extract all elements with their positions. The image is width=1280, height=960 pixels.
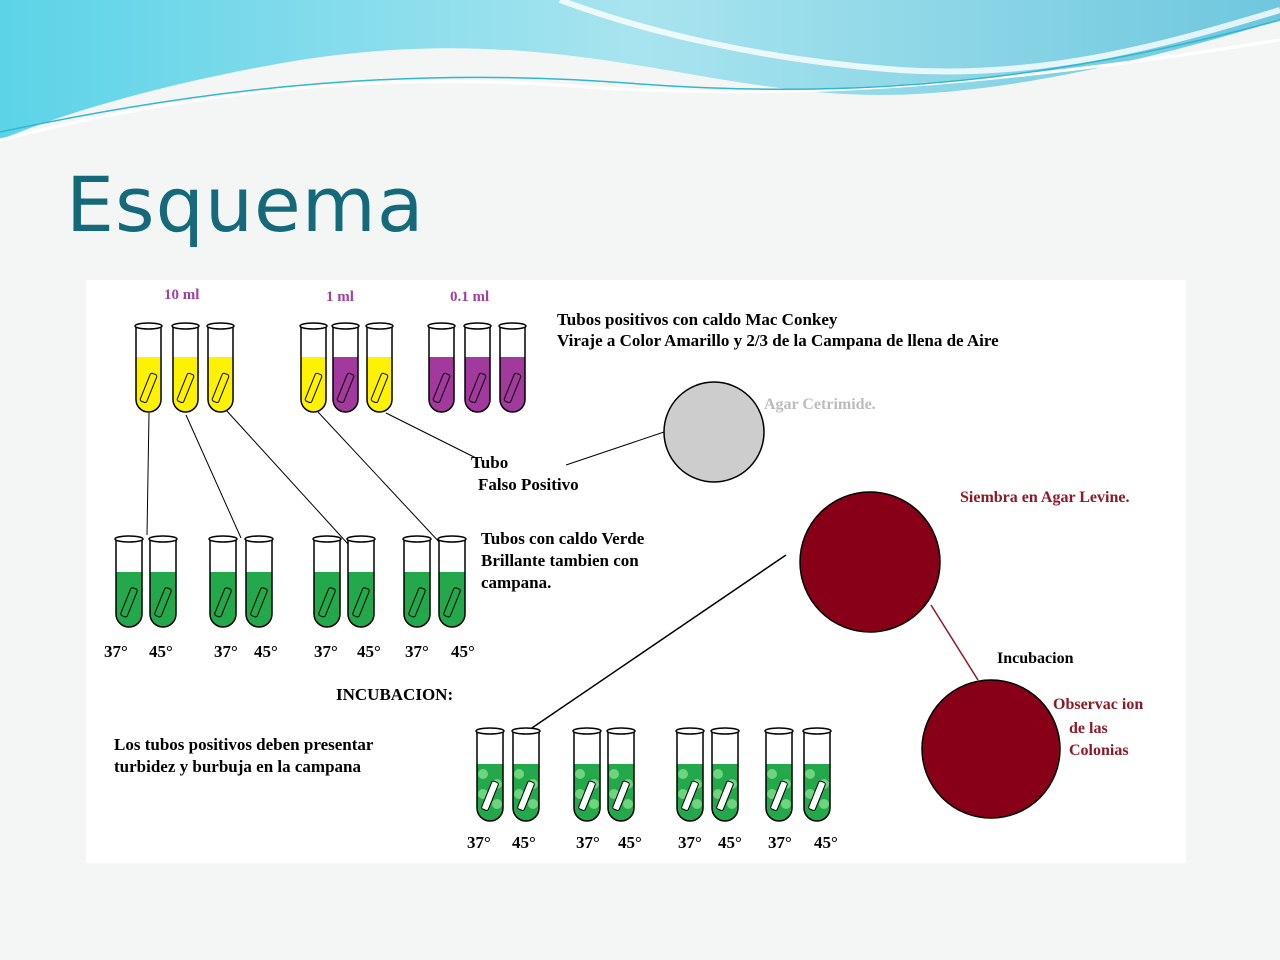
colonies-petri-dish (921, 679, 1061, 819)
cetrimide-label: Agar Cetrimide. (764, 396, 876, 413)
temperature-label: 45° (149, 642, 173, 661)
connector-line (930, 604, 979, 681)
mac-conkey-tube (331, 322, 360, 413)
slide-title: Esquema (66, 160, 425, 249)
colonies-line2: de las (1069, 720, 1108, 737)
turbid-tube (511, 727, 541, 822)
turbid-tube (606, 727, 636, 822)
mac-conkey-tube (171, 322, 200, 413)
incubacion-label: Incubacion (997, 650, 1074, 667)
green-broth-tube (208, 535, 238, 628)
temperature-label: 37° (405, 642, 429, 661)
temperature-label: 37° (467, 833, 491, 852)
turbid-temperature-labels: 37° 45° 37° 45° 37° 45° 37° 45° (467, 833, 838, 852)
green-broth-line3: campana. (481, 573, 551, 592)
green-broth-tube (402, 535, 432, 628)
mac-conkey-text-line2: Viraje a Color Amarillo y 2/3 de la Camp… (557, 331, 999, 350)
mac-conkey-tube (365, 322, 394, 413)
connector-line (225, 409, 349, 545)
green-broth-tube (148, 535, 178, 628)
turbid-tube (675, 727, 705, 822)
connector-line (565, 431, 665, 466)
connector-line (317, 411, 442, 545)
green-broth-temperature-labels: 37° 45° 37° 45° 37° 45° 37° 45° (104, 642, 475, 661)
dilution-label-1ml: 1 ml (326, 289, 354, 305)
false-positive-line1: Tubo (471, 453, 508, 472)
levine-label: Siembra en Agar Levine. (960, 489, 1129, 506)
mac-conkey-tube (427, 322, 456, 413)
green-broth-tube (312, 535, 342, 628)
green-broth-tube-group (114, 535, 467, 628)
temperature-label: 37° (104, 642, 128, 661)
dilution-label-0-1ml: 0.1 ml (450, 289, 489, 305)
cetrimide-petri-dish (663, 381, 765, 483)
green-broth-line1: Tubos con caldo Verde (481, 529, 645, 548)
colonies-line1: Observac ion (1053, 696, 1143, 713)
temperature-label: 45° (357, 642, 381, 661)
turbid-tube (764, 727, 794, 822)
diagram-panel: 10 ml 1 ml 0.1 ml Tubos positivos con ca… (86, 280, 1186, 863)
mac-conkey-tube (134, 322, 163, 413)
green-broth-tube (346, 535, 376, 628)
colonies-line3: Colonias (1069, 742, 1129, 759)
temperature-label: 37° (576, 833, 600, 852)
positive-note-line2: turbidez y burbuja en la campana (114, 757, 361, 776)
green-broth-tube (114, 535, 144, 628)
false-positive-line2: Falso Positivo (478, 475, 579, 494)
mac-conkey-tube (299, 322, 328, 413)
temperature-label: 37° (214, 642, 238, 661)
green-broth-tube (244, 535, 274, 628)
mac-conkey-text-line1: Tubos positivos con caldo Mac Conkey (557, 310, 838, 329)
incubation-label: INCUBACION: (336, 685, 453, 704)
dilution-label-10ml: 10 ml (164, 287, 199, 303)
turbid-tube (572, 727, 602, 822)
header-wave-decoration (0, 0, 1280, 142)
turbid-tube-group (475, 727, 832, 822)
temperature-label: 37° (678, 833, 702, 852)
turbid-tube (475, 727, 505, 822)
connector-line (146, 412, 150, 536)
temperature-label: 45° (451, 642, 475, 661)
temperature-label: 45° (512, 833, 536, 852)
temperature-label: 45° (814, 833, 838, 852)
connector-line (525, 554, 787, 733)
mac-conkey-tube-group (134, 322, 527, 413)
positive-note-line1: Los tubos positivos deben presentar (114, 735, 374, 754)
temperature-label: 37° (768, 833, 792, 852)
green-broth-tube (437, 535, 467, 628)
coliform-test-diagram: 10 ml 1 ml 0.1 ml Tubos positivos con ca… (104, 287, 1143, 852)
connector-line (385, 412, 477, 459)
mac-conkey-tube (498, 322, 527, 413)
mac-conkey-tube (206, 322, 235, 413)
mac-conkey-tube (463, 322, 492, 413)
turbid-tube (710, 727, 740, 822)
green-broth-line2: Brillante tambien con (481, 551, 639, 570)
connector-line (185, 414, 242, 539)
turbid-tube (802, 727, 832, 822)
temperature-label: 45° (718, 833, 742, 852)
temperature-label: 37° (314, 642, 338, 661)
temperature-label: 45° (254, 642, 278, 661)
temperature-label: 45° (618, 833, 642, 852)
levine-petri-dish (799, 491, 941, 633)
